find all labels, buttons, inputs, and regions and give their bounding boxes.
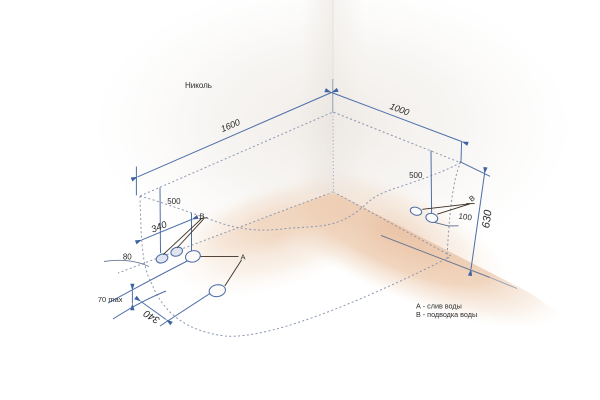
svg-text:500: 500 bbox=[167, 197, 181, 206]
svg-text:A: A bbox=[240, 252, 245, 261]
svg-text:Николь: Николь bbox=[185, 81, 212, 90]
svg-text:500: 500 bbox=[409, 171, 423, 180]
svg-text:В - подводка воды: В - подводка воды bbox=[416, 310, 477, 319]
svg-text:B: B bbox=[467, 193, 476, 203]
svg-text:80: 80 bbox=[123, 253, 132, 262]
svg-text:100: 100 bbox=[458, 212, 473, 223]
svg-text:70 max: 70 max bbox=[98, 295, 123, 304]
svg-text:630: 630 bbox=[480, 208, 495, 229]
svg-text:А - слив воды: А - слив воды bbox=[416, 302, 462, 311]
svg-text:B: B bbox=[199, 212, 204, 221]
